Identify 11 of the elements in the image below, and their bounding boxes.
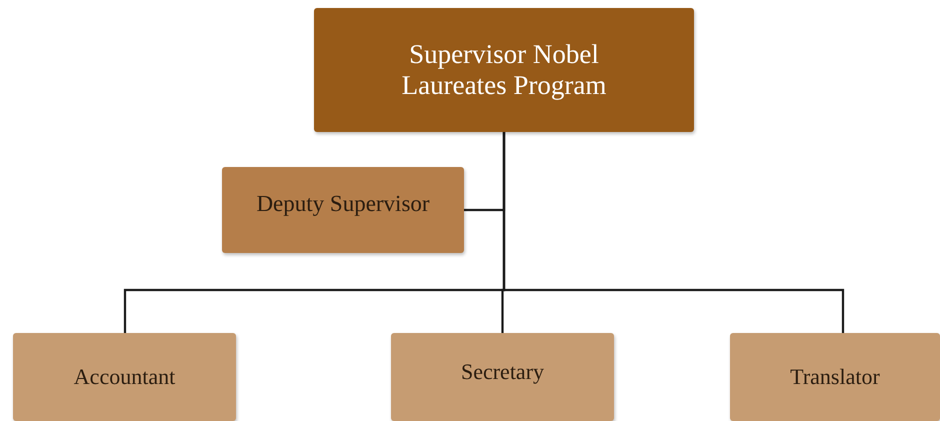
staff-box (13, 333, 236, 421)
staff-box (730, 333, 940, 421)
deputy-box (222, 167, 464, 253)
role-title: Deputy Supervisor (256, 190, 430, 218)
role-title: Secretary (460, 359, 544, 385)
role-title: Supervisor Nobel Laureates Program (400, 38, 608, 102)
role-title: Translator (790, 364, 880, 390)
role-title: Accountant (74, 364, 176, 390)
head-box (314, 8, 694, 132)
connector-line (502, 132, 844, 333)
staff-box (391, 333, 614, 421)
